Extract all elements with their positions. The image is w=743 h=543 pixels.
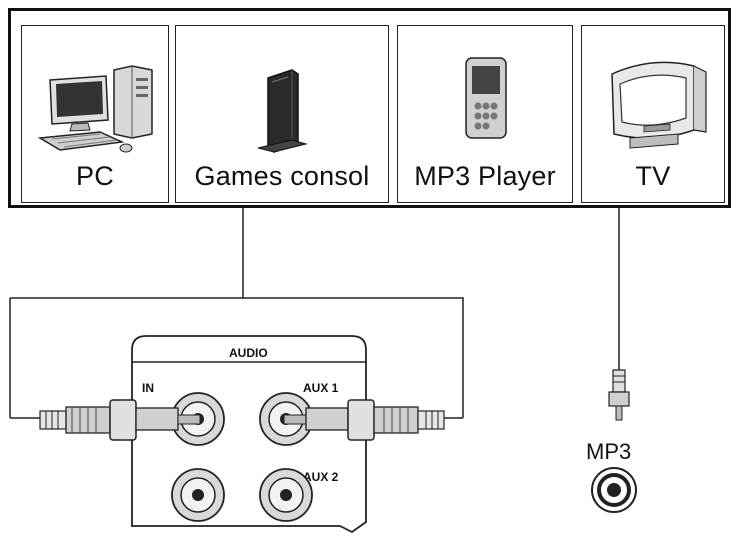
tv-icon [611, 61, 707, 149]
device-card-pc: PC [21, 25, 169, 203]
mini-jack-plug [608, 369, 630, 421]
port-label-aux1: AUX 1 [303, 381, 339, 395]
device-card-mp3-player: MP3 Player [397, 25, 573, 203]
rca-socket-in-lower [171, 468, 225, 522]
mp3-jack-socket [591, 467, 637, 513]
device-label-pc: PC [76, 161, 114, 191]
device-card-tv: TV [581, 25, 725, 203]
device-label-games-console: Games consol [194, 161, 370, 191]
audio-panel [131, 335, 367, 534]
device-label-tv: TV [635, 161, 671, 191]
rca-plug-right [283, 399, 445, 441]
rca-plug-left [39, 399, 201, 441]
game-console-icon [257, 69, 308, 153]
loop-cable [9, 297, 464, 418]
device-card-games-console: Games consol [175, 25, 389, 203]
rca-socket-aux2 [259, 468, 313, 522]
device-label-mp3-player: MP3 Player [414, 161, 556, 191]
desktop-pc-icon [37, 65, 153, 153]
port-label-aux2: AUX 2 [303, 470, 339, 484]
mp3-player-icon [465, 57, 507, 139]
port-label-in: IN [142, 381, 154, 395]
devices-box: PC Games consol MP3 Player [8, 8, 731, 208]
mp3-jack-label: MP3 [586, 439, 631, 464]
audio-section-label: AUDIO [229, 346, 268, 360]
